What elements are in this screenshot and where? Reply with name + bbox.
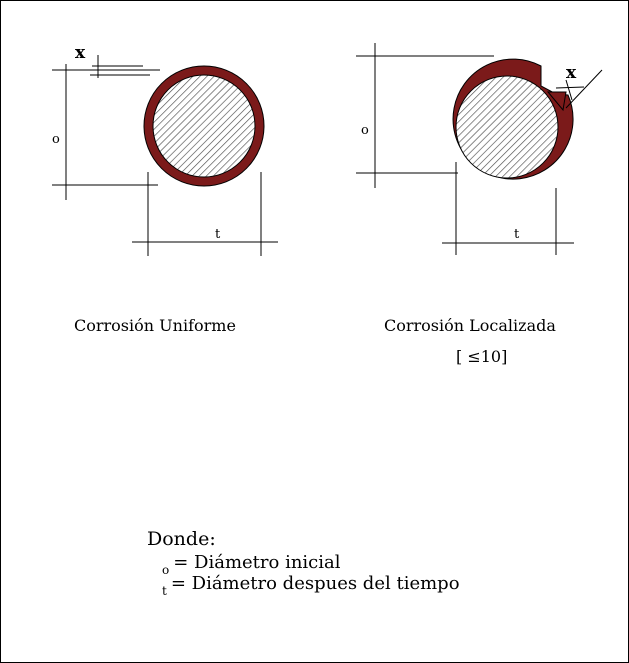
localized-initial-diameter-dimension: [356, 43, 494, 188]
localized-diameter-initial-label: o: [361, 123, 369, 138]
localized-ratio-note: [ ≤10]: [456, 347, 508, 366]
uniform-thickness-x-label: x: [75, 43, 86, 63]
uniform-thickness-marker: [90, 55, 150, 78]
legend-text-initial: = Diámetro inicial: [173, 552, 341, 573]
localized-steel-core: [455, 75, 559, 179]
uniform-diameter-after-label: t: [215, 227, 221, 242]
localized-diameter-after-label: t: [514, 227, 520, 242]
localized-after-diameter-dimension: [442, 162, 574, 255]
uniform-steel-core: [152, 74, 256, 178]
uniform-corrosion-figure: o x t: [52, 43, 278, 256]
localized-pit-marker: [555, 69, 603, 109]
uniform-corrosion-caption: Corrosión Uniforme: [74, 316, 236, 335]
localized-corrosion-figure: o x t: [356, 43, 603, 255]
legend-title: Donde:: [147, 528, 216, 550]
uniform-initial-diameter-dimension: [52, 64, 160, 200]
legend-row-after: t= Diámetro despues del tiempo: [162, 573, 460, 598]
localized-pit-x-label: x: [566, 63, 577, 83]
legend-row-initial: o= Diámetro inicial: [162, 552, 460, 577]
uniform-diameter-initial-label: o: [52, 132, 60, 147]
legend: Donde: o= Diámetro inicial t= Diámetro d…: [147, 528, 460, 598]
legend-symbol-initial: o: [162, 563, 170, 577]
legend-text-after: = Diámetro despues del tiempo: [170, 573, 460, 594]
uniform-after-diameter-dimension: [132, 172, 278, 256]
localized-corrosion-caption: Corrosión Localizada: [384, 316, 556, 335]
legend-symbol-after: t: [162, 584, 167, 598]
localized-pit: [546, 91, 567, 112]
